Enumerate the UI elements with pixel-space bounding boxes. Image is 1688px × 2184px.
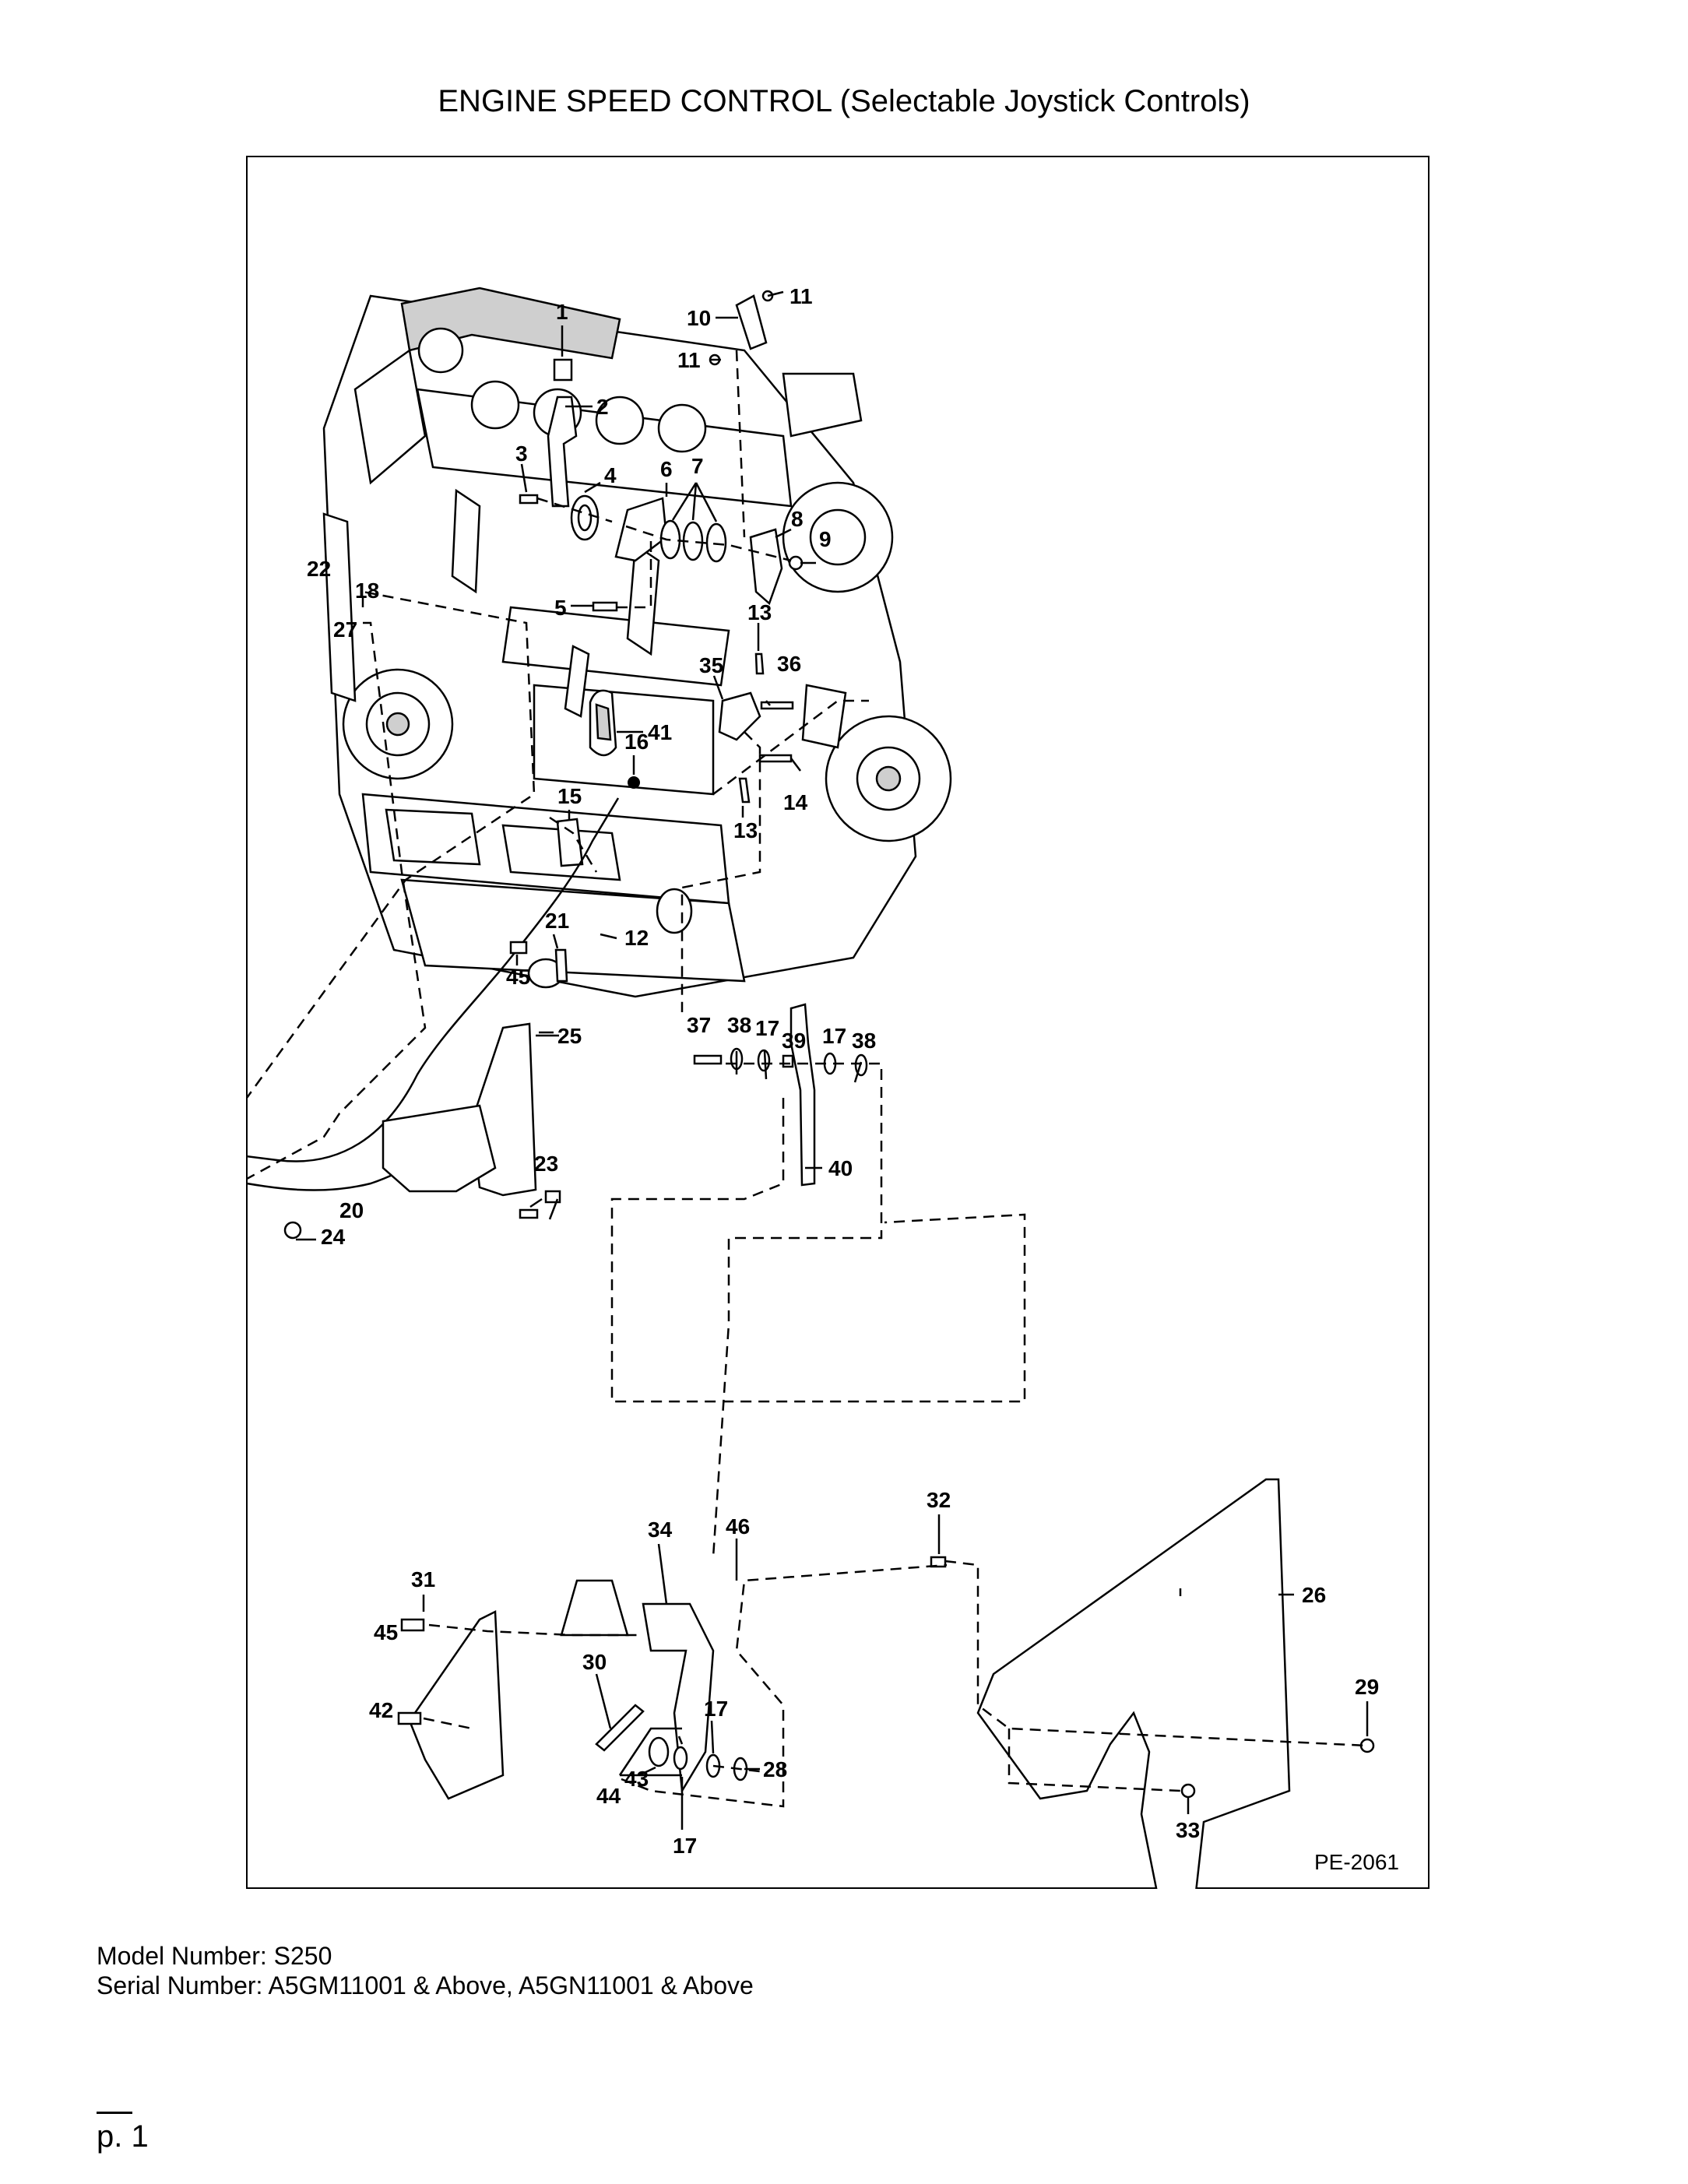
callout-3: 3 xyxy=(515,441,528,466)
callout-45-lower: 45 xyxy=(374,1620,398,1644)
serial-number: Serial Number: A5GM11001 & Above, A5GN11… xyxy=(97,1971,754,1999)
callout-33: 33 xyxy=(1176,1818,1200,1842)
callout-7: 7 xyxy=(691,454,704,478)
assembly-lines xyxy=(246,350,1368,1808)
callout-34: 34 xyxy=(648,1518,673,1542)
callout-30: 30 xyxy=(582,1650,607,1674)
engine-illustration xyxy=(322,287,952,998)
page-rule xyxy=(97,2112,132,2114)
callout-17-d: 17 xyxy=(673,1834,697,1858)
callout-5: 5 xyxy=(554,596,567,620)
callout-39: 39 xyxy=(782,1029,806,1053)
callout-21: 21 xyxy=(545,909,569,933)
callout-40: 40 xyxy=(828,1156,853,1180)
callout-20: 20 xyxy=(339,1198,364,1222)
callout-labels: 1 2 3 4 6 7 8 9 5 10 11 11 13 36 35 41 1… xyxy=(307,284,1379,1858)
callout-27: 27 xyxy=(333,617,357,642)
callout-45-upper: 45 xyxy=(506,965,530,989)
callout-1: 1 xyxy=(556,300,568,324)
callout-11-left: 11 xyxy=(677,348,701,372)
callout-28: 28 xyxy=(763,1757,787,1781)
callout-14: 14 xyxy=(783,790,808,814)
diagram-frame xyxy=(246,156,1430,1889)
callout-42: 42 xyxy=(369,1698,393,1722)
callout-17-a: 17 xyxy=(755,1016,779,1040)
callout-38-right: 38 xyxy=(852,1029,876,1053)
callout-25: 25 xyxy=(557,1024,582,1048)
callout-31: 31 xyxy=(411,1567,435,1591)
callout-15: 15 xyxy=(557,784,582,808)
callout-32: 32 xyxy=(927,1488,951,1512)
callout-46: 46 xyxy=(726,1514,750,1539)
figure-code: PE-2061 xyxy=(1314,1850,1399,1874)
callout-12: 12 xyxy=(624,926,649,950)
callout-13-bottom: 13 xyxy=(733,818,758,842)
callout-13-top: 13 xyxy=(747,600,772,624)
callout-24: 24 xyxy=(321,1225,346,1249)
callout-16-upper: 16 xyxy=(624,730,649,754)
callout-8: 8 xyxy=(791,507,804,531)
model-number: Model Number: S250 xyxy=(97,1942,332,1970)
callout-11-top: 11 xyxy=(789,284,813,308)
callout-4: 4 xyxy=(604,463,617,487)
leader-lines xyxy=(296,290,1369,1830)
callout-22: 22 xyxy=(307,557,331,581)
callout-29: 29 xyxy=(1355,1675,1379,1699)
callout-2: 2 xyxy=(596,395,609,419)
callout-41: 41 xyxy=(648,720,672,744)
callout-9: 9 xyxy=(819,527,832,551)
callout-44: 44 xyxy=(596,1784,621,1808)
callout-43: 43 xyxy=(624,1767,649,1791)
page-number: p. 1 xyxy=(97,2119,149,2154)
exploded-parts-diagram: 1 2 3 4 6 7 8 9 5 10 11 11 13 36 35 41 1… xyxy=(246,284,1379,1889)
callout-10: 10 xyxy=(687,306,711,330)
callout-18: 18 xyxy=(355,579,379,603)
callout-17-b: 17 xyxy=(822,1024,846,1048)
callout-23: 23 xyxy=(534,1152,558,1176)
pedal-assembly xyxy=(397,1579,748,1800)
callout-37: 37 xyxy=(687,1013,711,1037)
callout-38-left: 38 xyxy=(727,1013,751,1037)
callout-6: 6 xyxy=(660,457,673,481)
callout-26: 26 xyxy=(1302,1583,1326,1607)
page-title: ENGINE SPEED CONTROL (Selectable Joystic… xyxy=(438,84,1250,118)
callout-35: 35 xyxy=(699,653,723,677)
callout-17-c: 17 xyxy=(704,1697,728,1721)
callout-36: 36 xyxy=(777,652,801,676)
